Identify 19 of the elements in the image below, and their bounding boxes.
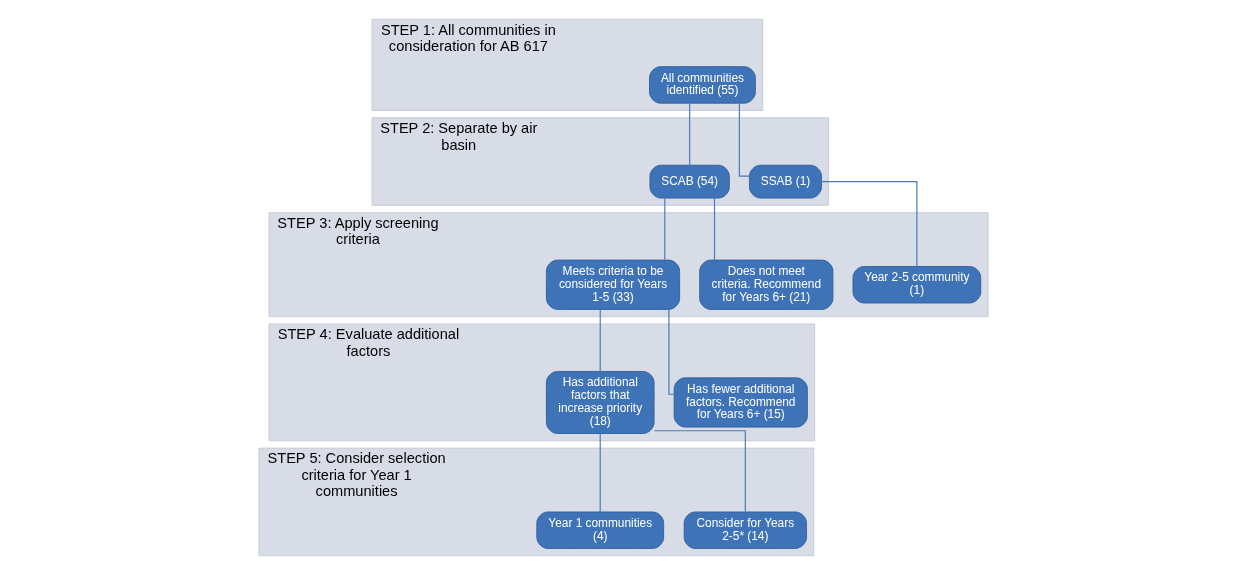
connector [667,309,675,395]
node-box: Has additional factors that increase priority (18) [545,371,655,434]
node-box: All communities identified (55) [648,66,756,104]
node-box: SSAB (1) [748,164,822,199]
connector [820,181,917,267]
connector [688,102,690,166]
connector [663,197,665,261]
node-box: Meets criteria to be considered for Years 1-5 (33) [545,259,680,310]
connector [713,197,715,261]
node-box: Year 2-5 community (1) [852,266,981,304]
connector [653,430,746,513]
connector [738,102,750,177]
connector [599,308,601,372]
node-box: Year 1 communities (4) [535,511,664,549]
node-box: Does not meet criteria. Recommend for Years 6+ (21) [698,259,833,310]
node-box: Consider for Years 2-5* (14) [683,511,807,549]
node-box: SCAB (54) [649,164,730,199]
connector [599,433,601,513]
node-box: Has fewer additional factors. Recommend for Years 6+ (15) [673,377,808,428]
